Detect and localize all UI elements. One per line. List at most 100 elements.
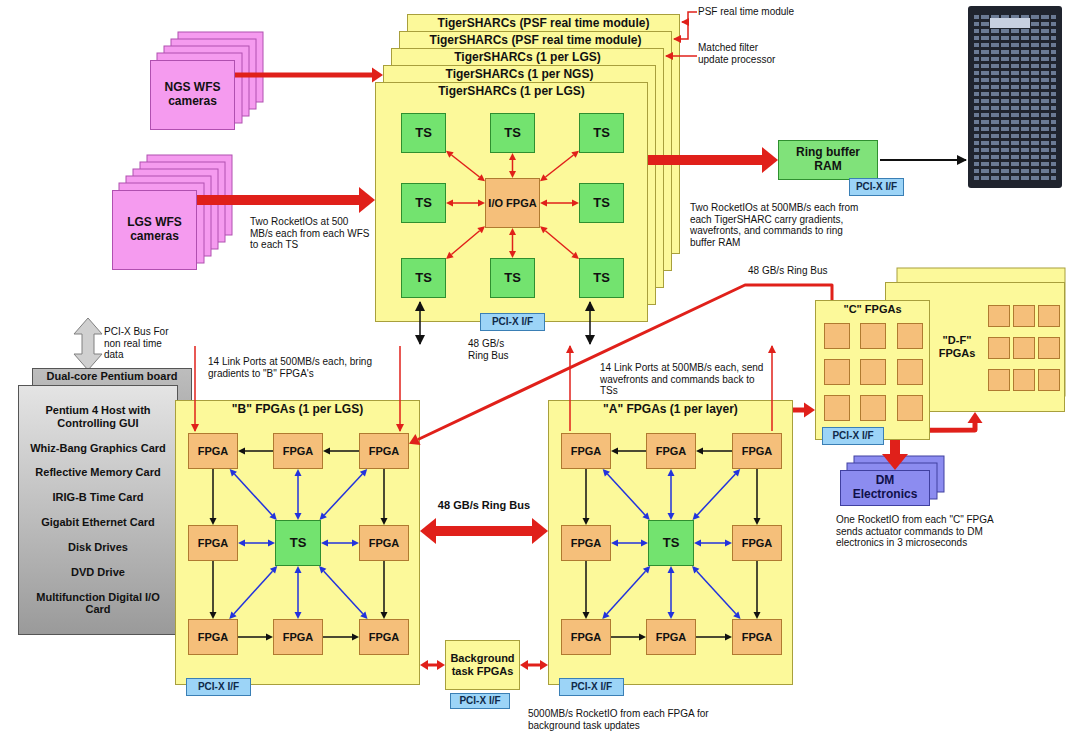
interface-box: PCI-X I/F bbox=[450, 693, 510, 709]
connector-arrow bbox=[607, 571, 646, 614]
node-text: TS bbox=[415, 271, 432, 286]
fpga-square bbox=[824, 323, 850, 349]
processor-chip: TS bbox=[579, 258, 624, 298]
connector-arrow bbox=[618, 542, 641, 544]
node-text: Whiz-Bang Graphics Card bbox=[30, 442, 166, 455]
server-rack bbox=[968, 6, 1062, 188]
connector-arrow bbox=[547, 202, 572, 204]
circuit-board: "C" FPGAsPCI-X I/F bbox=[815, 300, 930, 440]
processor-chip: TS bbox=[401, 258, 446, 298]
node-text: TS bbox=[663, 536, 680, 551]
connector-arrow bbox=[670, 476, 672, 513]
connector-arrow bbox=[697, 474, 735, 515]
node-text: TigerSHARCs (1 per NGS) bbox=[446, 68, 594, 82]
leader-line bbox=[666, 55, 697, 57]
node-text: TS bbox=[593, 271, 610, 286]
node-text: "C" FPGAs bbox=[843, 303, 901, 316]
connector-arrow bbox=[383, 561, 385, 612]
node-text: TigerSHARCs (PSF real time module) bbox=[430, 34, 642, 48]
fpga-chip: FPGA bbox=[273, 619, 323, 655]
connector-arrow bbox=[436, 526, 532, 536]
processor-chip: TS bbox=[490, 113, 535, 153]
connector-arrow bbox=[428, 664, 437, 667]
fpga-square bbox=[824, 395, 850, 421]
fpga-square bbox=[1013, 337, 1035, 359]
node-text: DM Electronics bbox=[843, 474, 927, 502]
link-port-arrow bbox=[399, 346, 401, 431]
interface-box: PCI-X I/F bbox=[480, 313, 545, 331]
connector-arrow bbox=[512, 160, 514, 171]
svg-part bbox=[974, 14, 1056, 180]
node-text: FPGA bbox=[198, 537, 229, 550]
node-text: FPGA bbox=[742, 631, 773, 644]
connector-arrow bbox=[324, 474, 362, 515]
interface-box: PCI-X I/F bbox=[186, 678, 251, 696]
fpga-chip: FPGA bbox=[188, 433, 238, 469]
annotation-label: PCI-X Bus For non real time data bbox=[104, 326, 170, 361]
node-text: PCI-X I/F bbox=[856, 181, 897, 193]
fpga-square bbox=[897, 359, 923, 385]
node-text: FPGA bbox=[656, 631, 687, 644]
connector-arrow bbox=[756, 561, 758, 612]
connector-arrow bbox=[648, 155, 762, 165]
fpga-chip: FPGA bbox=[188, 525, 238, 561]
node-text: Pentium 4 Host with Controlling GUI bbox=[25, 404, 171, 429]
camera-box: NGS WFS cameras bbox=[150, 60, 235, 130]
connector-arrow bbox=[235, 73, 372, 78]
fpga-chip: FPGA bbox=[561, 525, 611, 561]
interface-box: PCI-X I/F bbox=[822, 427, 884, 445]
connector-arrow bbox=[418, 285, 832, 440]
circuit-board: TigerSHARCs (1 per LGS)TSTSTSTSI/O FPGAT… bbox=[375, 82, 648, 322]
host-board: Pentium 4 Host with Controlling GUI Whiz-… bbox=[18, 385, 178, 635]
node-text: "B" FPGAs (1 per LGS) bbox=[232, 403, 363, 417]
connector-arrow bbox=[890, 440, 900, 454]
fpga-chip: FPGA bbox=[561, 619, 611, 655]
node-text: TS bbox=[290, 536, 307, 551]
node-text: PCI-X I/F bbox=[832, 430, 873, 442]
connector-arrow bbox=[697, 571, 736, 614]
node-text: FPGA bbox=[283, 631, 314, 644]
connector-arrow bbox=[703, 450, 732, 452]
connector-arrow bbox=[585, 561, 587, 612]
annotation-label: Two RocketIOs at 500MB/s each from each … bbox=[690, 202, 865, 248]
process-box: Background task FPGAsPCI-X I/F bbox=[445, 640, 520, 690]
fpga-square bbox=[988, 337, 1010, 359]
node-text: FPGA bbox=[742, 445, 773, 458]
node-text: IRIG-B Time Card bbox=[53, 491, 144, 504]
fpga-square bbox=[860, 359, 886, 385]
processor-chip: TS bbox=[401, 113, 446, 153]
electronics-box: DM Electronics bbox=[840, 470, 930, 506]
node-text: TS bbox=[415, 196, 432, 211]
link-port-arrow bbox=[771, 346, 773, 431]
rack-arrow bbox=[880, 159, 966, 161]
node-text: Disk Drives bbox=[68, 541, 128, 554]
connector-arrow bbox=[238, 636, 266, 638]
fpga-square bbox=[988, 369, 1010, 391]
connector-arrow bbox=[585, 469, 587, 518]
connector-arrow bbox=[324, 571, 363, 614]
connector-arrow bbox=[611, 636, 639, 638]
fpga-square bbox=[1038, 369, 1060, 391]
node-text: PCI-X I/F bbox=[198, 681, 239, 693]
leader-line bbox=[682, 21, 688, 23]
fpga-square bbox=[1038, 305, 1060, 327]
io-arrow bbox=[419, 302, 421, 344]
node-text: TS bbox=[593, 126, 610, 141]
processor-chip: TS bbox=[579, 113, 624, 153]
fpga-chip: FPGA bbox=[732, 525, 782, 561]
circuit-board: "A" FPGAs (1 per layer)FPGAFPGAFPGAFPGAT… bbox=[548, 400, 793, 685]
connector-arrow bbox=[245, 542, 268, 544]
leader-line bbox=[674, 12, 697, 39]
connector-arrow bbox=[234, 571, 273, 614]
connector-arrow bbox=[297, 476, 299, 513]
connector-arrow bbox=[793, 408, 804, 413]
circuit-board: "B" FPGAs (1 per LGS)FPGAFPGAFPGAFPGATSF… bbox=[175, 400, 420, 685]
svg-part bbox=[968, 6, 1062, 188]
node-text: PCI-X I/F bbox=[459, 695, 500, 707]
connector-arrow bbox=[330, 450, 359, 452]
annotation-label: Matched filter update processor bbox=[698, 42, 778, 65]
connector-arrow bbox=[930, 423, 975, 430]
connector-arrow bbox=[528, 664, 540, 667]
node-text: TS bbox=[593, 196, 610, 211]
node-text: TS bbox=[504, 271, 521, 286]
